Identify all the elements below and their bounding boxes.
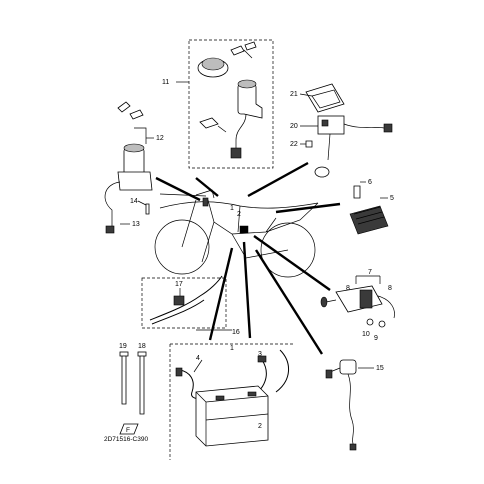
leader-lines bbox=[155, 161, 341, 355]
connector-plug bbox=[383, 123, 393, 133]
lock-set-dashed-box bbox=[188, 39, 274, 169]
connector-plug bbox=[105, 225, 115, 234]
callout-4: 4 bbox=[196, 355, 200, 362]
callout-13: 13 bbox=[132, 221, 140, 228]
callout-8: 8 bbox=[346, 285, 350, 292]
callout-2: 2 bbox=[258, 423, 262, 430]
fuse-holder bbox=[314, 166, 330, 178]
part-group-5-rectifier: 6 5 bbox=[349, 179, 394, 235]
rear-wheel bbox=[260, 222, 316, 278]
part-group-15-switch: 15 bbox=[325, 359, 384, 451]
callout-21: 21 bbox=[290, 91, 298, 98]
callout-10: 10 bbox=[362, 331, 370, 338]
screw bbox=[305, 140, 313, 148]
connector-plug bbox=[173, 295, 185, 306]
callout-17: 17 bbox=[175, 281, 183, 288]
callout-3: 3 bbox=[258, 351, 262, 358]
frame-mount-1 bbox=[202, 197, 209, 207]
nut bbox=[378, 320, 386, 328]
key-icon bbox=[244, 41, 257, 51]
part-group-16-wire-harness: 17 16 bbox=[141, 275, 240, 336]
key-icon bbox=[117, 101, 131, 113]
callout-9: 9 bbox=[374, 335, 378, 342]
connector-plug bbox=[349, 443, 357, 451]
callout-20: 20 bbox=[290, 123, 298, 130]
callout-15: 15 bbox=[376, 365, 384, 372]
plug-cap bbox=[320, 296, 328, 308]
front-wheel bbox=[154, 219, 210, 275]
part-group-18-cable-ties: 19 18 F bbox=[119, 343, 147, 435]
cable-tie bbox=[139, 353, 145, 415]
battery-dashed-frame bbox=[169, 343, 294, 460]
callout-7: 7 bbox=[368, 269, 372, 276]
part-group-7-ignition-coil: 7 8 8 10 9 bbox=[320, 269, 395, 342]
bolt bbox=[353, 185, 361, 199]
callout-16: 16 bbox=[232, 329, 240, 336]
callout-18: 18 bbox=[138, 343, 146, 350]
cable-tie bbox=[121, 353, 127, 405]
callout-11: 11 bbox=[162, 79, 169, 86]
frame-marker-a: 1 bbox=[230, 205, 234, 212]
connector-plug bbox=[230, 147, 242, 159]
harness-dashed-box bbox=[141, 277, 227, 329]
callout-1: 1 bbox=[230, 345, 234, 352]
callout-22: 22 bbox=[290, 141, 298, 148]
fuel-cap-top bbox=[201, 57, 225, 71]
part-group-12-main-switch: 12 13 14 bbox=[104, 101, 164, 234]
part-group-1-battery: 1 3 4 2 bbox=[169, 343, 294, 460]
diagram-code: 2D71516-C390 bbox=[104, 436, 148, 443]
frame-marker-b: 2 bbox=[237, 211, 241, 218]
coil-body bbox=[335, 285, 383, 313]
fuse-tag: F bbox=[126, 427, 130, 434]
callout-5: 5 bbox=[390, 195, 394, 202]
callout-12: 12 bbox=[156, 135, 164, 142]
part-group-20-relay: 21 20 22 bbox=[290, 83, 393, 178]
part-group-11-lock-set: 11 bbox=[162, 39, 274, 169]
key-icon bbox=[129, 109, 144, 120]
callout-6: 6 bbox=[368, 179, 372, 186]
key-icon bbox=[230, 45, 245, 56]
callout-8b: 8 bbox=[388, 285, 392, 292]
frame-marker-box bbox=[239, 225, 249, 234]
washer bbox=[366, 318, 374, 326]
battery-box bbox=[195, 385, 269, 447]
fuse-icon bbox=[119, 423, 139, 435]
callout-14: 14 bbox=[130, 198, 138, 205]
seat-lock bbox=[199, 117, 219, 129]
bolt bbox=[145, 203, 150, 215]
switch-body bbox=[339, 359, 357, 375]
callout-19: 19 bbox=[119, 343, 127, 350]
